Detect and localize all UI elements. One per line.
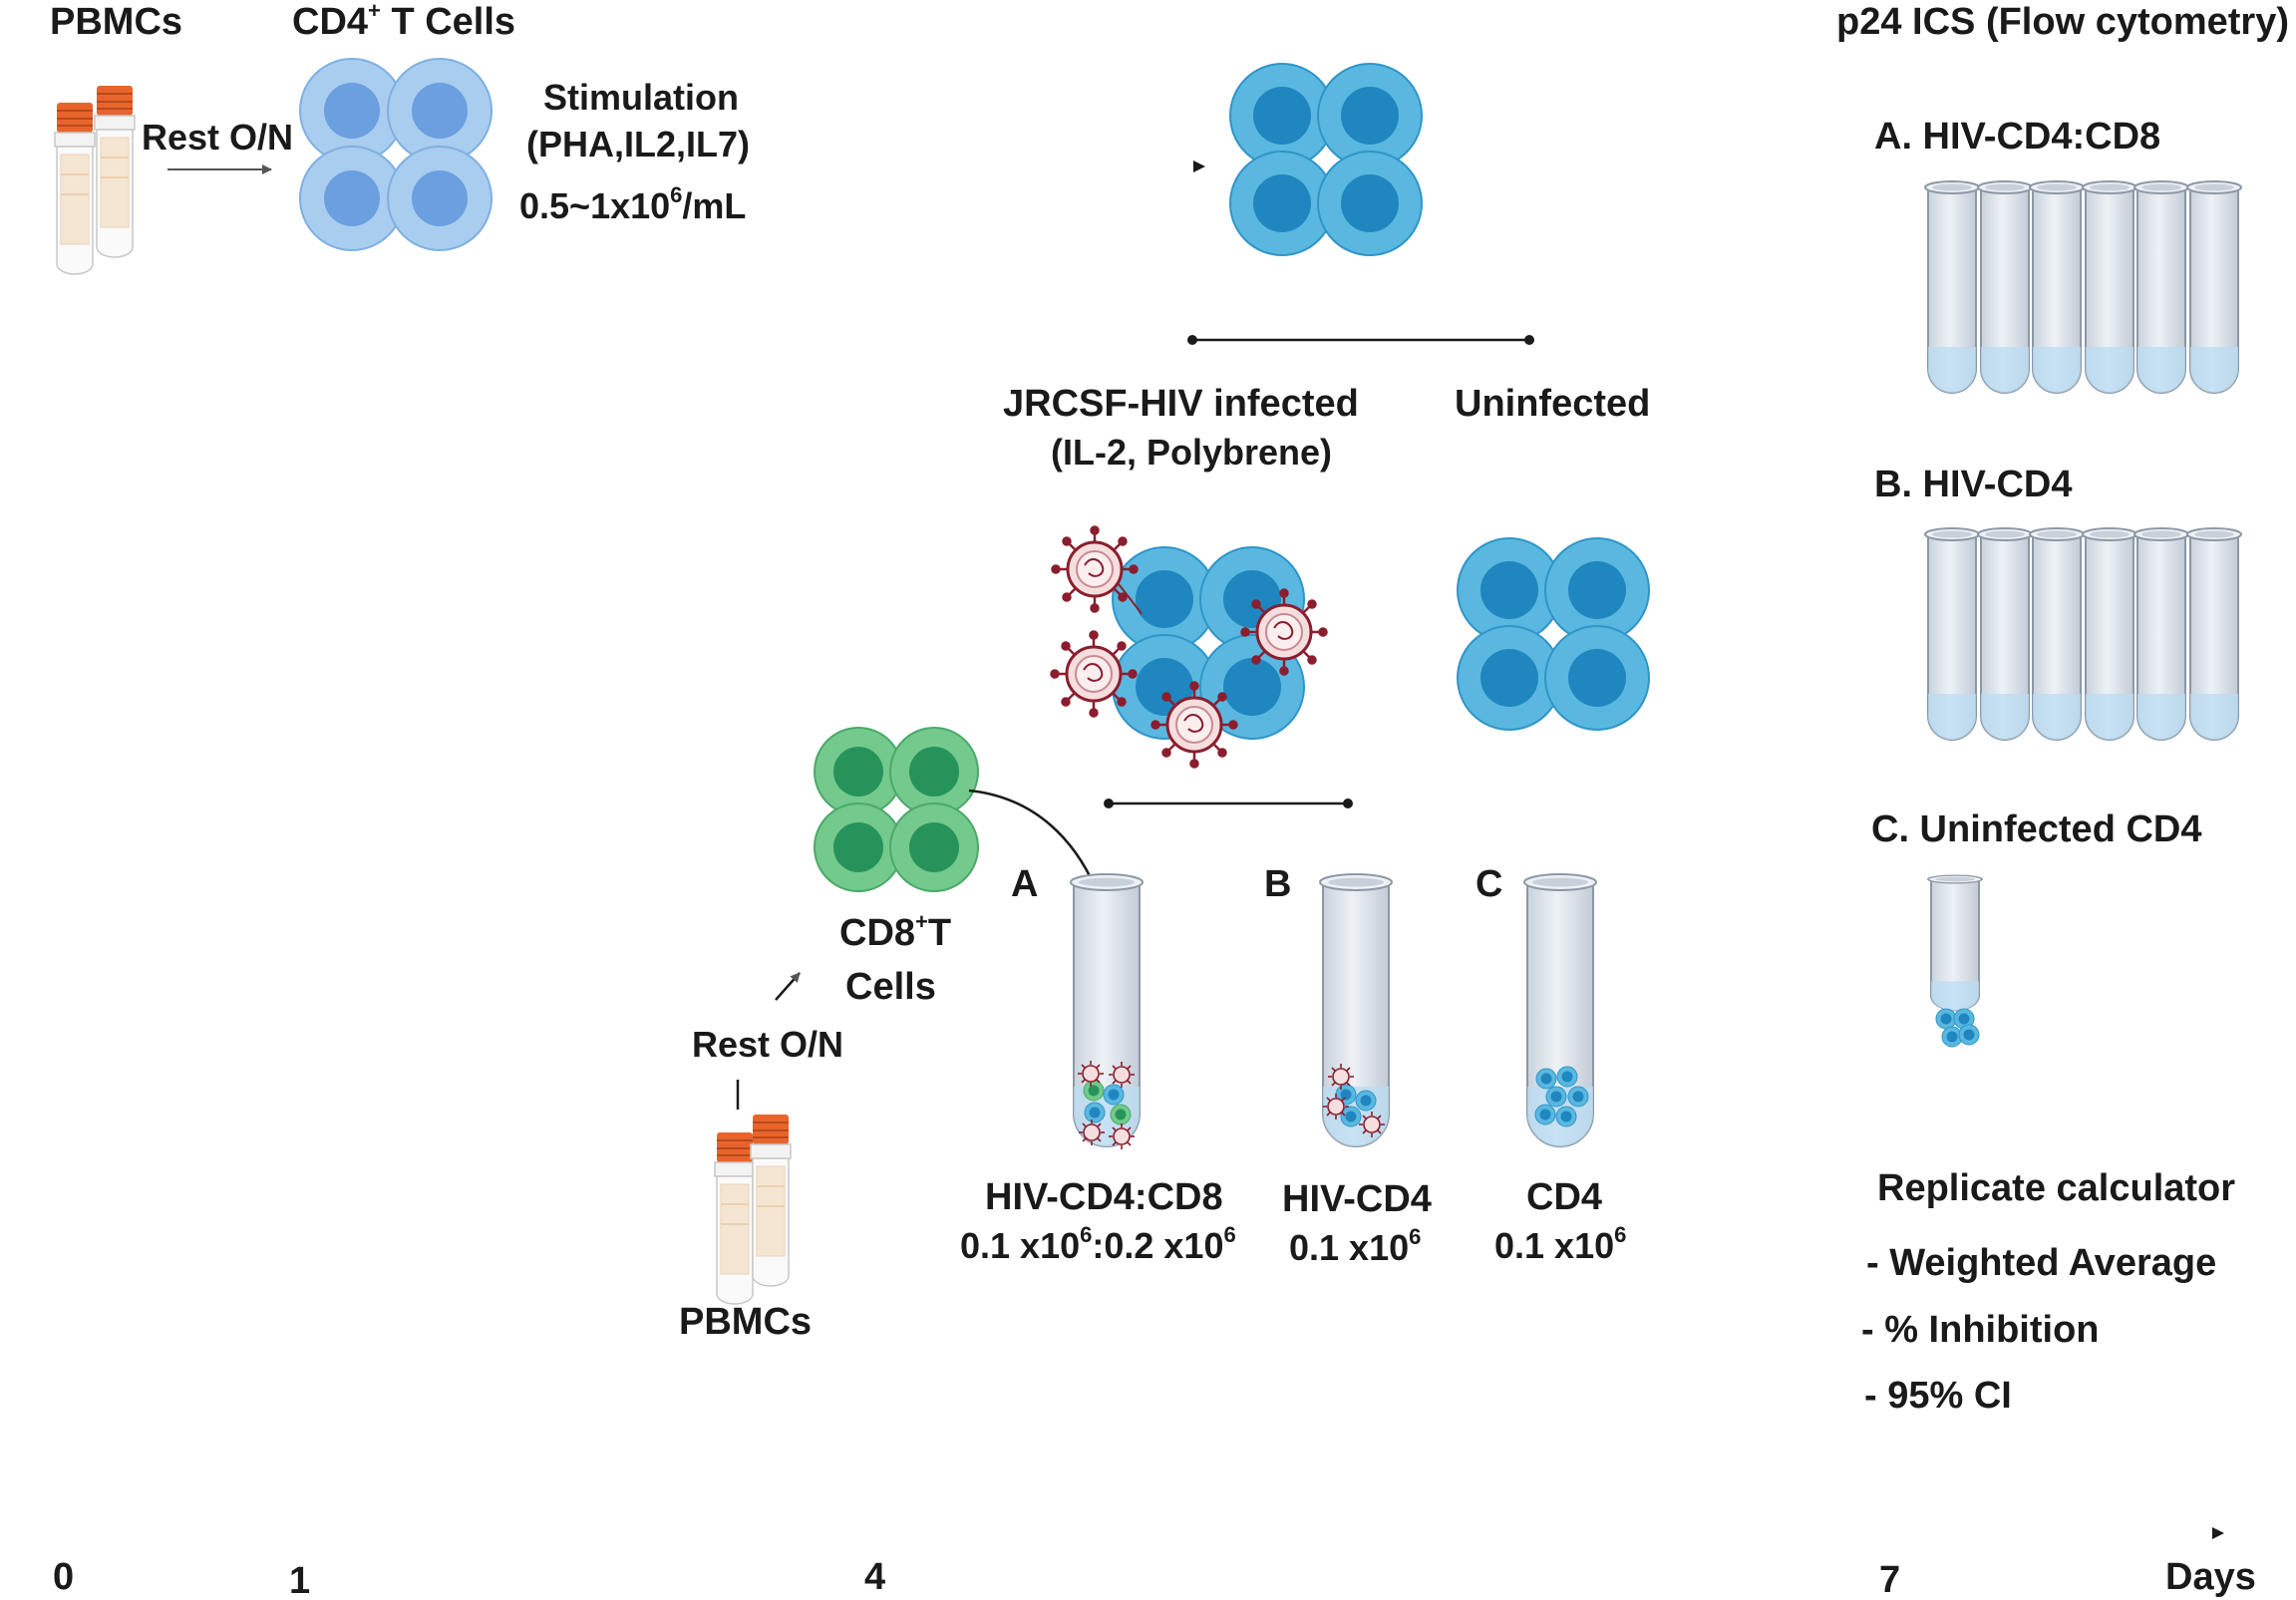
cd8-cluster-icon	[814, 727, 979, 892]
tube-a-counts: 0.1 x106:0.2 x106	[960, 1222, 1236, 1266]
activated-cd4-cluster-icon	[1229, 63, 1423, 256]
tube-a-letter: A	[1011, 863, 1038, 905]
cd4-cells-title: CD4+ T Cells	[292, 0, 515, 43]
timeline-tick: 0	[53, 1556, 74, 1598]
rest-on-bottom-label: Rest O/N	[692, 1024, 843, 1065]
cd8-sup: +	[915, 909, 928, 934]
calculator-title: Replicate calculator	[1877, 1167, 2235, 1209]
cd4-title-rest: T Cells	[381, 1, 515, 43]
tube-c-name: CD4	[1526, 1176, 1602, 1218]
tube-a-icon	[1070, 873, 1144, 1150]
merge-connector	[1104, 799, 1353, 808]
cd8-cells-label: CD8+T	[839, 909, 951, 954]
tube-a-exp-1: 6	[1080, 1222, 1092, 1247]
group-b-tubes-icon	[1924, 527, 2242, 741]
tube-a-exp-2: 6	[1223, 1222, 1235, 1247]
calc-item-2: - % Inhibition	[1861, 1309, 2100, 1351]
density-main: 0.5~1x10	[519, 185, 670, 226]
vial-pair-top-icon	[54, 85, 136, 275]
uninfected-cd4-cluster-icon	[1457, 537, 1650, 731]
calc-item-3: - 95% CI	[1864, 1375, 2012, 1417]
p24-ics-title: p24 ICS (Flow cytometry)	[1836, 1, 2289, 43]
tube-b-letter: B	[1264, 863, 1291, 905]
stimulation-agents-label: (PHA,IL2,IL7)	[526, 124, 750, 164]
timeline-tick: 1	[289, 1560, 310, 1600]
stimulation-label: Stimulation	[543, 77, 739, 118]
split-connector	[1187, 335, 1534, 345]
calc-item-1: - Weighted Average	[1866, 1242, 2216, 1284]
cd8-cells-label-line2: Cells	[845, 966, 936, 1008]
vial-pair-bottom-icon	[714, 1114, 792, 1305]
tube-b-count-1: 0.1 x10	[1289, 1227, 1409, 1268]
timeline-unit-label: Days	[2165, 1556, 2256, 1598]
infected-conditions-label: (IL-2, Polybrene)	[1051, 432, 1332, 473]
infected-cd4-cluster-icon	[1050, 525, 1328, 769]
tube-b-exp-1: 6	[1409, 1224, 1421, 1249]
tube-a-count-2: :0.2 x10	[1092, 1225, 1223, 1266]
tube-b-name: HIV-CD4	[1282, 1178, 1432, 1220]
uninfected-label: Uninfected	[1455, 383, 1650, 425]
tube-b-icon	[1319, 873, 1393, 1147]
tube-a-count-1: 0.1 x10	[960, 1225, 1080, 1266]
pbmcs-bottom-label: PBMCs	[679, 1301, 812, 1343]
timeline-tick: 7	[1879, 1559, 1900, 1600]
cd4-title-sup: +	[368, 0, 381, 23]
tube-c-count-1: 0.1 x10	[1494, 1225, 1614, 1266]
tube-c-letter: C	[1476, 863, 1502, 905]
group-b-title: B. HIV-CD4	[1874, 464, 2072, 505]
cd8-rest: T	[928, 912, 951, 954]
rest-arrow-bottom-icon	[775, 972, 801, 1001]
tube-c-icon	[1523, 873, 1597, 1147]
timeline-tick: 4	[864, 1556, 885, 1598]
cell-density-label: 0.5~1x106/mL	[519, 182, 746, 226]
infected-label: JRCSF-HIV infected	[1003, 383, 1359, 425]
rest-on-top-label: Rest O/N	[142, 117, 293, 158]
tube-a-name: HIV-CD4:CD8	[985, 1176, 1223, 1218]
group-c-title: C. Uninfected CD4	[1871, 808, 2201, 850]
tube-c-exp-1: 6	[1614, 1222, 1626, 1247]
cd4-title-main: CD4	[292, 1, 368, 43]
pbmcs-top-label: PBMCs	[50, 1, 182, 43]
cd8-main: CD8	[839, 912, 915, 954]
tube-c-count: 0.1 x106	[1494, 1222, 1626, 1266]
group-a-tubes-icon	[1924, 180, 2242, 394]
group-c-tube-icon	[1927, 874, 1983, 1048]
density-unit: /mL	[682, 185, 746, 226]
resting-cd4-cluster-icon	[299, 58, 492, 251]
group-a-title: A. HIV-CD4:CD8	[1874, 116, 2160, 158]
density-sup: 6	[670, 182, 682, 207]
tube-b-count: 0.1 x106	[1289, 1224, 1421, 1268]
